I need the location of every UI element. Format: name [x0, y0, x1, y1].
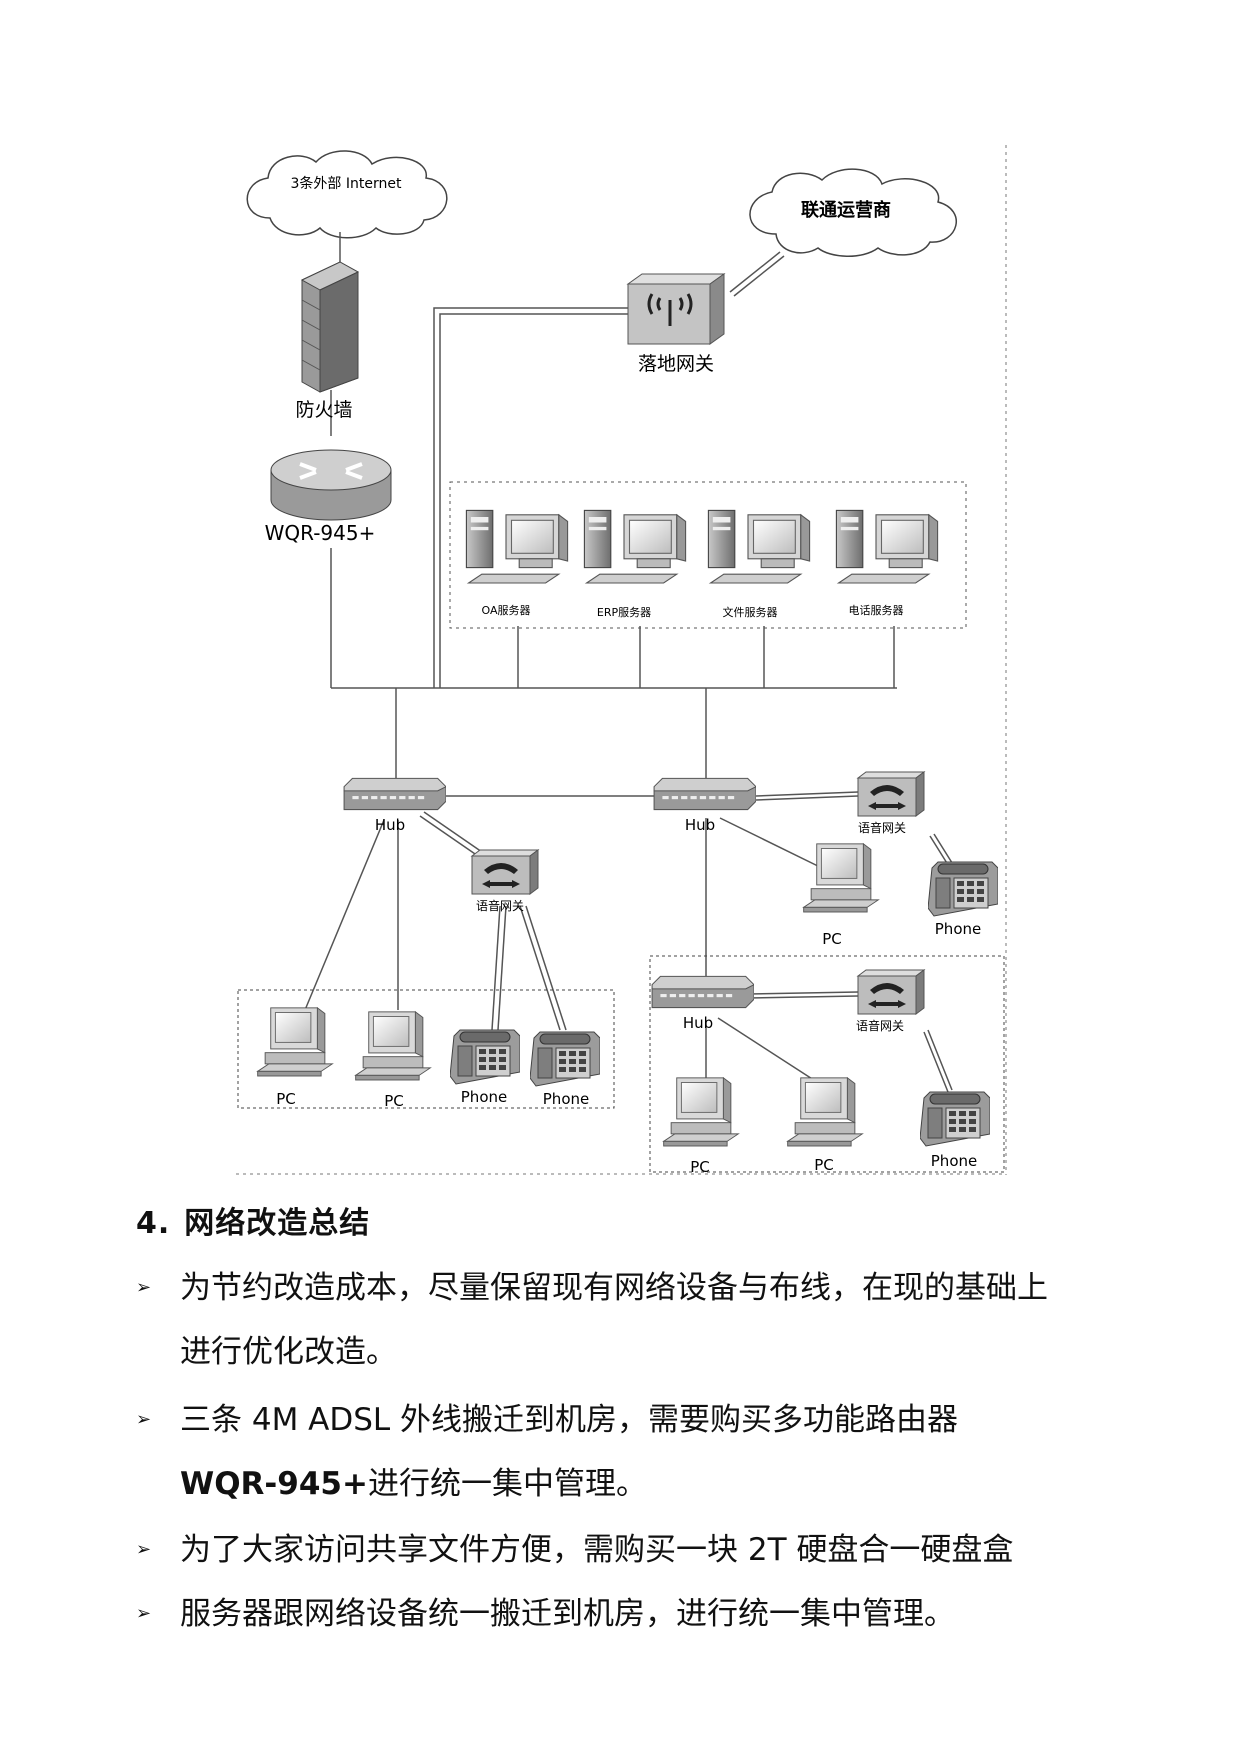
- voice-gateway-left-label: 语音网关: [476, 898, 524, 913]
- pc-right-2: PC: [787, 1077, 863, 1174]
- server-erp-label: ERP服务器: [597, 606, 651, 619]
- hub-left: Hub: [343, 777, 446, 834]
- landing-gateway-icon: 落地网关: [626, 273, 726, 375]
- server-file: 文件服务器: [707, 509, 811, 619]
- landing-gateway-label: 落地网关: [638, 353, 714, 375]
- pc-right-2-label: PC: [814, 1156, 834, 1174]
- server-oa-label: OA服务器: [482, 604, 531, 617]
- voice-gateway-bottom-right: 语音网关: [856, 969, 925, 1033]
- pc-left-1: PC: [257, 1007, 333, 1108]
- router-label: WQR-945+: [265, 521, 376, 545]
- firewall-icon: 防火墙: [295, 261, 360, 421]
- server-file-label: 文件服务器: [723, 605, 778, 619]
- voice-gateway-left: 语音网关: [471, 849, 539, 913]
- voice-gateway-bottom-right-label: 语音网关: [856, 1018, 904, 1033]
- phone-middle-label: Phone: [935, 920, 981, 938]
- bullet-text-rest: 进行统一集中管理。: [367, 1466, 647, 1502]
- section-heading: 4. 网络改造总结: [136, 1198, 370, 1242]
- hub-middle-label: Hub: [685, 816, 715, 834]
- section-title: 网络改造总结: [184, 1206, 371, 1241]
- server-phone: 电话服务器: [835, 509, 939, 617]
- bullet-marker: ➢: [136, 1603, 152, 1624]
- phone-right-label: Phone: [931, 1152, 977, 1170]
- server-phone-label: 电话服务器: [849, 604, 904, 617]
- pc-middle-label: PC: [822, 930, 842, 948]
- hub-left-label: Hub: [375, 816, 405, 834]
- server-oa: OA服务器: [465, 509, 569, 617]
- unicom-cloud: 联通运营商: [749, 168, 957, 257]
- voice-gateway-top-right: 语音网关: [857, 771, 925, 835]
- network-topology-diagram: 3条外部 Internet 联通运营商: [236, 145, 1007, 1176]
- bullet-text: 为节约改造成本，尽量保留现有网络设备与布线，在现的基础上: [180, 1270, 1048, 1306]
- hub-middle: Hub: [653, 777, 756, 834]
- pc-left-2: PC: [355, 1011, 431, 1110]
- hub-right: Hub: [651, 975, 754, 1032]
- internet-cloud: 3条外部 Internet: [246, 150, 448, 239]
- phone-left-2: Phone: [530, 1031, 600, 1108]
- router-model: WQR-945+: [180, 1466, 368, 1502]
- bullet-marker: ➢: [136, 1277, 152, 1298]
- bullet-text-continued: 进行优化改造。: [180, 1334, 397, 1370]
- cables: [304, 232, 955, 1093]
- left-zone-border: [237, 989, 615, 1109]
- voice-gateway-top-right-label: 语音网关: [858, 820, 906, 835]
- bullet-text: 三条 4M ADSL 外线搬迁到机房，需要购买多功能路由器: [180, 1402, 959, 1438]
- bullet-marker: ➢: [136, 1539, 152, 1560]
- firewall-label: 防火墙: [295, 399, 352, 421]
- internet-cloud-label: 3条外部 Internet: [291, 175, 402, 192]
- pc-middle: PC: [803, 843, 879, 948]
- bullet-text-continued: WQR-945+进行统一集中管理。: [180, 1452, 647, 1516]
- phone-middle: Phone: [928, 861, 998, 938]
- pc-left-2-label: PC: [384, 1092, 404, 1110]
- pc-right-1: PC: [663, 1077, 739, 1176]
- right-zone-border: [649, 955, 1005, 1173]
- phone-left-2-label: Phone: [543, 1090, 589, 1108]
- server-erp: ERP服务器: [583, 509, 687, 619]
- pc-right-1-label: PC: [690, 1158, 710, 1176]
- section-number: 4.: [136, 1206, 171, 1241]
- router-icon: WQR-945+: [265, 449, 392, 545]
- phone-right: Phone: [920, 1091, 990, 1170]
- unicom-cloud-label: 联通运营商: [801, 199, 891, 221]
- phone-left-1-label: Phone: [461, 1088, 507, 1106]
- hub-right-label: Hub: [683, 1014, 713, 1032]
- server-zone-border: [449, 481, 967, 629]
- bullet-text: 服务器跟网络设备统一搬迁到机房，进行统一集中管理。: [180, 1596, 955, 1632]
- pc-left-1-label: PC: [276, 1090, 296, 1108]
- phone-left-1: Phone: [450, 1029, 520, 1106]
- bullet-text: 为了大家访问共享文件方便，需购买一块 2T 硬盘合一硬盘盒: [180, 1532, 1014, 1568]
- bullet-marker: ➢: [136, 1409, 152, 1430]
